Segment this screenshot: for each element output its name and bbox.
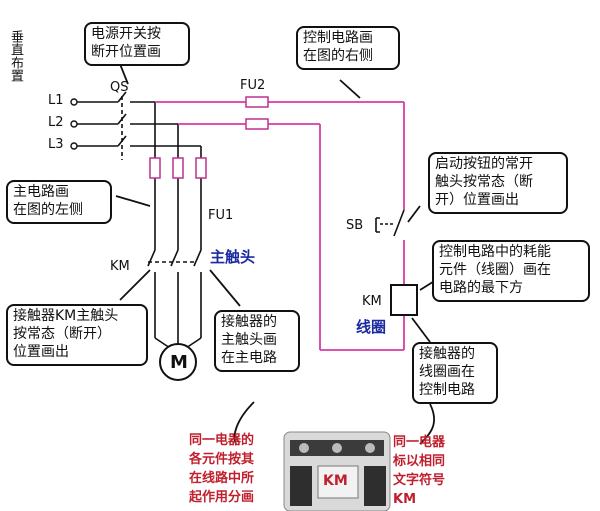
contactor-photo-label: KM — [323, 473, 348, 489]
fu1-label: FU1 — [208, 208, 234, 223]
fu2-label: FU2 — [240, 78, 266, 93]
phase-terminals — [70, 98, 78, 150]
main-contact-label: 主触头 — [210, 248, 256, 266]
callout-main-left: 主电路画 在图的左侧 — [6, 180, 112, 224]
callout-same-device-left: 同一电器的 各元件按其 在线路中所 起作用分画 — [189, 433, 255, 505]
callout-power-switch: 电源开关按 断开位置画 — [84, 22, 190, 66]
vertical-layout-label: 垂直布置 — [8, 30, 23, 82]
control-circuit — [155, 101, 405, 351]
fuse-fu1 — [149, 157, 207, 179]
callout-km-contact: 接触器KM主触头 按常态（断开） 位置画出 — [6, 304, 148, 366]
callout-main-in-main: 接触器的 主触头画 在主电路 — [214, 310, 300, 372]
callout-control-right: 控制电路画 在图的右侧 — [296, 26, 400, 70]
sb-label: SB — [346, 218, 364, 233]
callout-same-device-right: 同一电器 标以相同 文字符号 KM — [393, 435, 446, 507]
callout-start-button: 启动按钮的常开 触头按常态（断 开）位置画出 — [428, 152, 568, 214]
callout-coil-bottom: 控制电路中的耗能 元件（线圈）画在 电路的最下方 — [432, 240, 590, 302]
km-coil-label: KM — [362, 294, 382, 309]
callout-leaders — [115, 63, 437, 445]
coil-label: 线圈 — [356, 318, 387, 336]
start-button-sb — [375, 209, 405, 237]
fuse-fu2 — [245, 96, 269, 130]
main-circuit — [76, 91, 202, 381]
phase-label-l2: L2 — [48, 115, 64, 130]
km-main-label: KM — [110, 259, 130, 274]
phase-label-l3: L3 — [48, 137, 64, 152]
km-coil — [390, 284, 418, 316]
motor-label: M — [170, 352, 188, 373]
qs-label: QS — [110, 80, 129, 95]
phase-label-l1: L1 — [48, 93, 64, 108]
contactor-photo — [283, 431, 391, 511]
callout-coil-in-control: 接触器的 线圈画在 控制电路 — [412, 342, 498, 404]
